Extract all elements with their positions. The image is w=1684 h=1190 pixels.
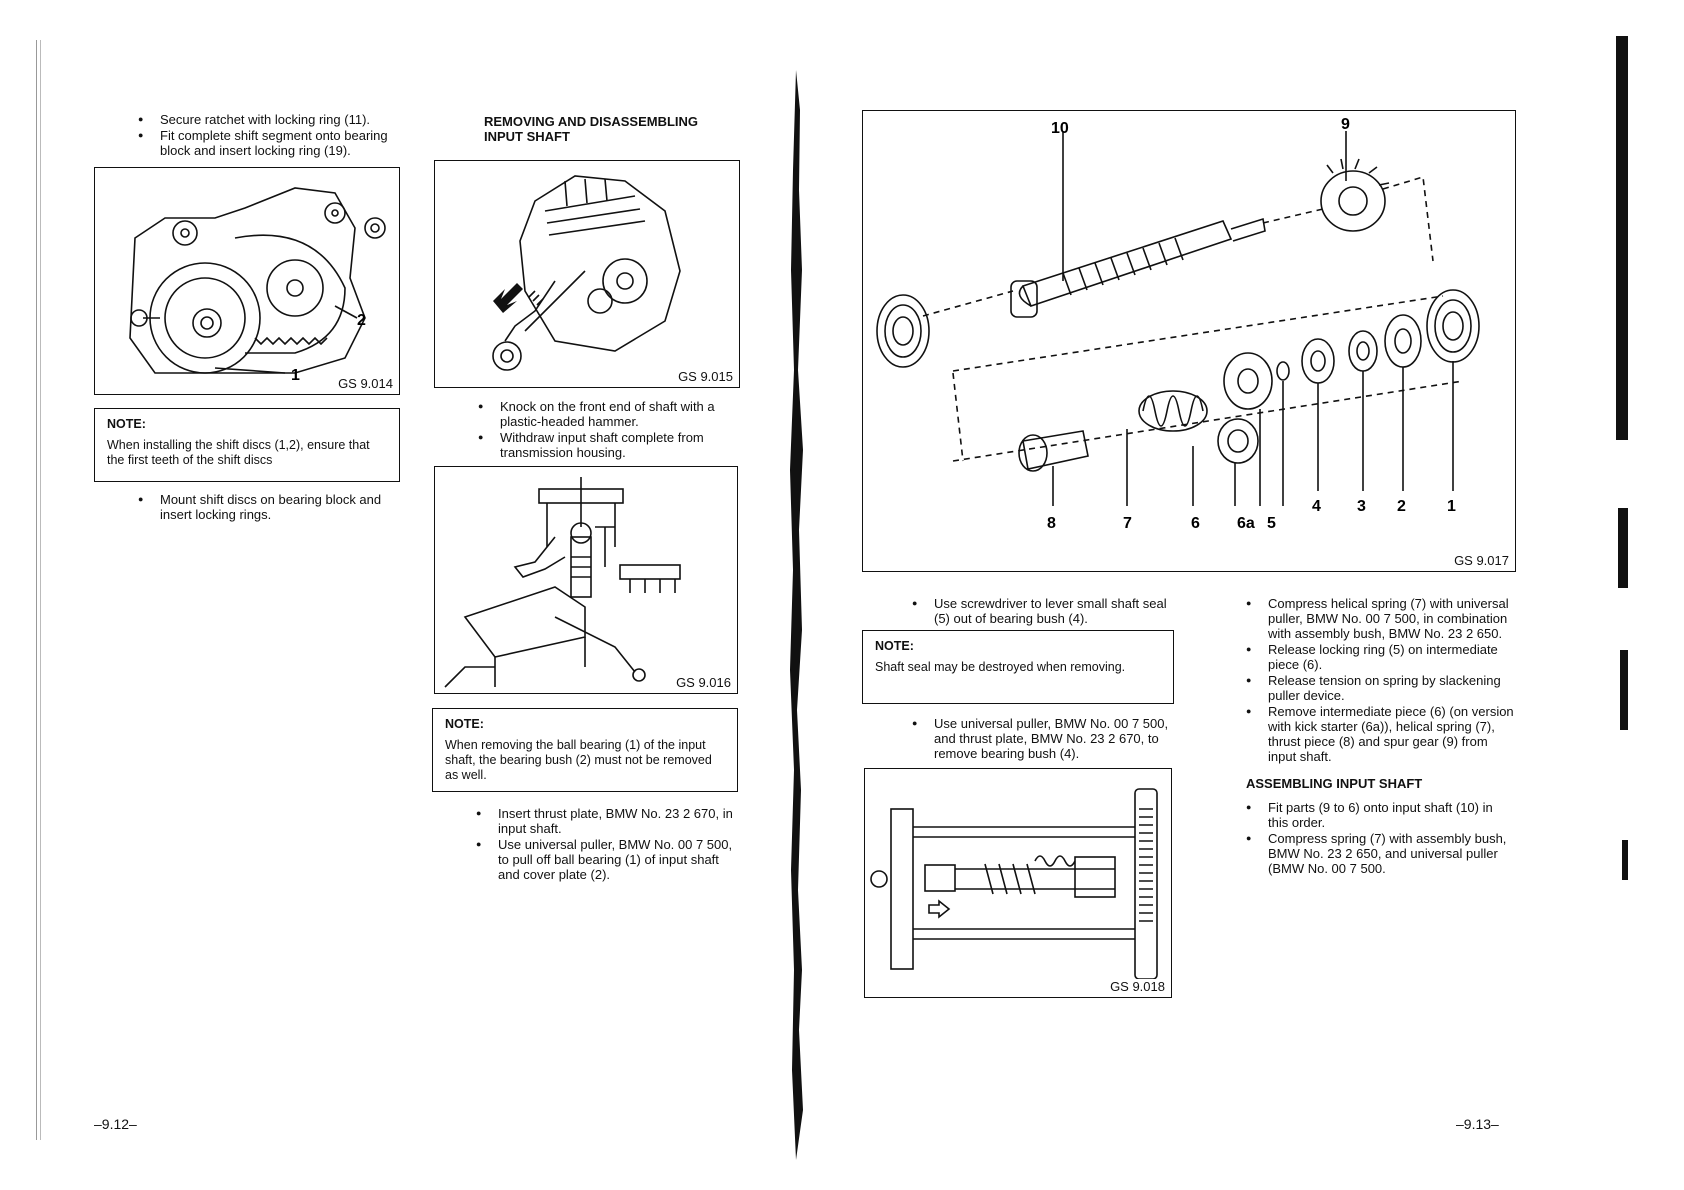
- edge-marker: [1622, 840, 1628, 880]
- callout-label: 6: [1191, 515, 1200, 532]
- callout-label: 2: [1397, 498, 1406, 515]
- bullet-list: Compress helical spring (7) with univers…: [1246, 596, 1514, 765]
- section-heading: REMOVING AND DISASSEMBLING INPUT SHAFT: [484, 114, 699, 144]
- list-item: Use screwdriver to lever small shaft sea…: [912, 596, 1178, 626]
- note-title: NOTE:: [107, 417, 146, 431]
- callout-label: 1: [291, 367, 300, 384]
- note-title: NOTE:: [875, 639, 914, 653]
- note-text: When removing the ball bearing (1) of th…: [445, 738, 712, 782]
- list-item: Compress spring (7) with assembly bush, …: [1246, 831, 1514, 876]
- list-item: Release locking ring (5) on intermediate…: [1246, 642, 1514, 672]
- list-item: Fit complete shift segment onto bearing …: [138, 128, 418, 158]
- bullet-list: Use screwdriver to lever small shaft sea…: [912, 596, 1178, 627]
- list-item: Remove intermediate piece (6) (on versio…: [1246, 704, 1514, 764]
- figure-gs-9-018: GS 9.018: [864, 768, 1172, 998]
- bullet-list: Use universal puller, BMW No. 00 7 500, …: [912, 716, 1178, 762]
- figure-caption: GS 9.014: [338, 376, 393, 391]
- list-item: Mount shift discs on bearing block and i…: [138, 492, 408, 522]
- callout-label: 9: [1341, 116, 1350, 133]
- note-text: When installing the shift discs (1,2), e…: [107, 438, 370, 467]
- transmission-housing-illustration: [492, 175, 681, 371]
- list-item: Withdraw input shaft complete from trans…: [478, 430, 740, 460]
- list-item: Fit parts (9 to 6) onto input shaft (10)…: [1246, 800, 1514, 830]
- section-heading: ASSEMBLING INPUT SHAFT: [1246, 776, 1423, 791]
- list-item: Release tension on spring by slackening …: [1246, 673, 1514, 703]
- bullet-list-top: Secure ratchet with locking ring (11). F…: [138, 112, 418, 159]
- callout-label: 2: [357, 312, 366, 329]
- note-title: NOTE:: [445, 717, 484, 731]
- figure-caption: GS 9.017: [1454, 553, 1509, 568]
- arrow-icon: [493, 283, 523, 313]
- input-shaft-exploded-view: 10 9 8 7 6 6a 5 4 3 2 1: [876, 116, 1480, 532]
- figure-gs-9-017: 10 9 8 7 6 6a 5 4 3 2 1 GS 9.017: [862, 110, 1516, 572]
- note-box: NOTE: When installing the shift discs (1…: [94, 408, 400, 482]
- note-box: NOTE: When removing the ball bearing (1)…: [432, 708, 738, 792]
- scan-left-edge: [36, 40, 41, 1140]
- edge-marker: [1616, 36, 1628, 440]
- figure-caption: GS 9.015: [678, 369, 733, 384]
- bullet-list-bottom: Mount shift discs on bearing block and i…: [138, 492, 408, 523]
- universal-puller-illustration: [870, 788, 1158, 980]
- note-box: NOTE: Shaft seal may be destroyed when r…: [862, 630, 1174, 704]
- callout-label: 7: [1123, 515, 1132, 532]
- callout-label: 6a: [1237, 515, 1255, 532]
- figure-caption: GS 9.018: [1110, 979, 1165, 994]
- note-text: Shaft seal may be destroyed when removin…: [875, 660, 1126, 674]
- bullet-list: Knock on the front end of shaft with a p…: [478, 399, 740, 461]
- callout-label: 5: [1267, 515, 1276, 532]
- list-item: Compress helical spring (7) with univers…: [1246, 596, 1514, 641]
- figure-caption: GS 9.016: [676, 675, 731, 690]
- callout-label: 4: [1312, 498, 1321, 515]
- page-number: –9.13–: [1456, 1116, 1499, 1132]
- figure-gs-9-016: GS 9.016: [434, 466, 738, 694]
- bullet-list: Fit parts (9 to 6) onto input shaft (10)…: [1246, 800, 1514, 877]
- list-item: Use universal puller, BMW No. 00 7 500, …: [476, 837, 738, 882]
- list-item: Insert thrust plate, BMW No. 23 2 670, i…: [476, 806, 738, 836]
- figure-gs-9-015: GS 9.015: [434, 160, 740, 388]
- callout-label: 8: [1047, 515, 1056, 532]
- puller-vise-illustration: [444, 477, 681, 688]
- callout-label: 1: [1447, 498, 1456, 515]
- bullet-list: Insert thrust plate, BMW No. 23 2 670, i…: [476, 806, 738, 883]
- callout-label: 3: [1357, 498, 1366, 515]
- callout-label: 10: [1051, 120, 1069, 137]
- list-item: Use universal puller, BMW No. 00 7 500, …: [912, 716, 1178, 761]
- list-item: Secure ratchet with locking ring (11).: [138, 112, 418, 127]
- edge-marker: [1620, 650, 1628, 730]
- figure-gs-9-014: 2 1 GS 9.014: [94, 167, 400, 395]
- edge-marker: [1618, 508, 1628, 588]
- list-item: Knock on the front end of shaft with a p…: [478, 399, 740, 429]
- page-number: –9.12–: [94, 1116, 137, 1132]
- shift-segment-illustration: 2 1: [129, 187, 386, 384]
- book-spine-shadow: [790, 70, 803, 1160]
